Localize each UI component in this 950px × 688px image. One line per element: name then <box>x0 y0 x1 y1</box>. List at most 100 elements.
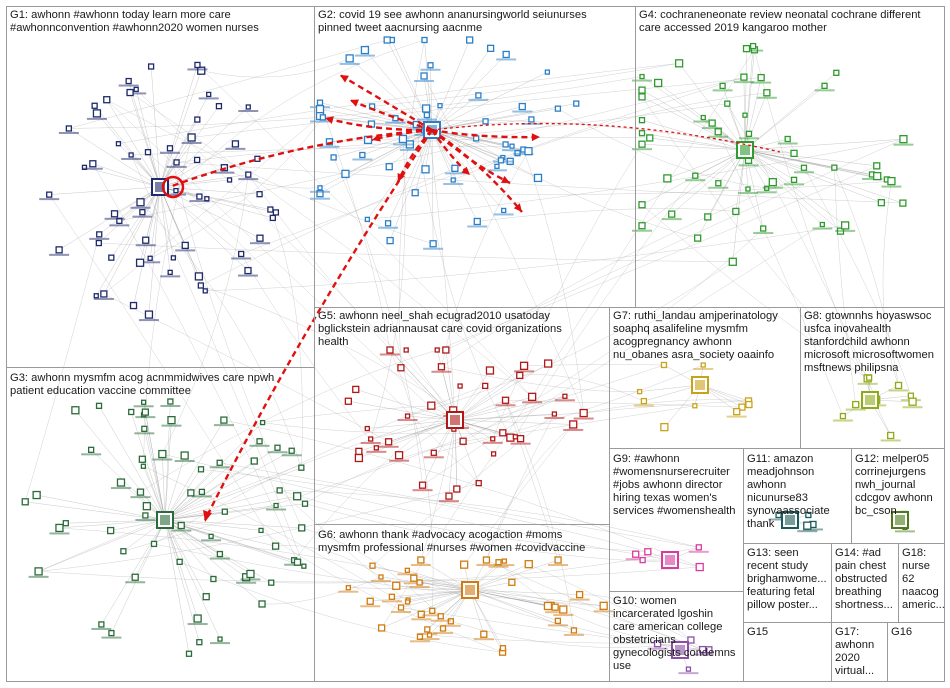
node <box>226 177 233 183</box>
node-caption-bar <box>647 647 668 650</box>
node-caption-bar <box>432 632 453 635</box>
hub-node-fill <box>450 415 460 425</box>
cross-edge <box>367 138 904 220</box>
cross-edge <box>197 64 533 398</box>
edge <box>164 455 185 521</box>
node-caption-bar <box>378 445 399 448</box>
node <box>424 626 431 633</box>
edge <box>129 92 161 188</box>
node <box>369 562 376 569</box>
node <box>147 255 153 261</box>
cross-edge <box>882 181 899 386</box>
node-caption-bar <box>632 229 652 232</box>
node <box>187 489 195 497</box>
group-label-g9: G9: #awhonn #womensnurserecruiter #jobs … <box>613 453 736 517</box>
edge <box>431 106 523 131</box>
edge <box>744 149 841 232</box>
node <box>738 403 746 411</box>
node <box>359 151 366 159</box>
node-caption-bar <box>726 415 747 418</box>
node <box>142 236 150 244</box>
node-caption-bar <box>802 528 823 531</box>
node <box>501 207 507 214</box>
cross-edge <box>389 349 434 611</box>
group-label-g13: G13: seen recent study brighamwome... fe… <box>747 547 827 611</box>
edge <box>101 519 166 625</box>
highlight-edge-to-g3 <box>203 129 434 521</box>
cross-edge <box>262 422 503 435</box>
edge <box>59 519 166 529</box>
node <box>142 502 151 511</box>
cross-edge <box>24 234 100 502</box>
edge <box>732 149 746 262</box>
node <box>790 149 798 158</box>
node-caption-bar <box>130 496 151 499</box>
cross-edge <box>717 131 844 417</box>
node <box>417 556 425 564</box>
node <box>136 488 145 496</box>
node-caption-bar <box>39 198 60 201</box>
cross-edge <box>413 577 703 650</box>
nodes-layer <box>21 36 923 675</box>
cross-edge <box>492 144 643 439</box>
node <box>383 36 391 44</box>
node <box>384 220 392 227</box>
node <box>482 118 489 125</box>
hub-node-fill <box>160 515 170 525</box>
node <box>674 59 684 68</box>
edge <box>707 149 746 218</box>
edge <box>405 349 456 421</box>
cross-edge <box>372 63 680 107</box>
node-caption-bar <box>310 190 330 193</box>
node-caption-bar <box>553 614 574 617</box>
node-caption-bar <box>187 623 208 626</box>
cross-edge <box>279 490 699 548</box>
node <box>482 382 489 390</box>
node <box>293 558 302 566</box>
node <box>695 544 702 551</box>
node-caption-bar <box>237 274 258 277</box>
edge <box>454 419 479 484</box>
node-caption-bar <box>126 92 147 95</box>
node <box>238 250 245 258</box>
cross-edge <box>200 469 648 552</box>
edge <box>469 563 529 591</box>
edge <box>162 454 166 521</box>
cross-edge <box>429 634 658 644</box>
node <box>144 149 152 156</box>
edge <box>431 54 507 131</box>
node <box>116 478 126 487</box>
cross-edge <box>515 175 696 437</box>
edge <box>164 467 302 521</box>
node <box>821 82 828 89</box>
node-caption-bar <box>360 442 381 445</box>
node <box>355 447 363 456</box>
group-label-g16: G16 <box>891 626 913 638</box>
node-caption-bar <box>708 135 729 138</box>
node-caption-bar <box>28 575 49 578</box>
node-caption-bar <box>175 249 196 252</box>
node <box>732 207 740 216</box>
node <box>692 403 698 409</box>
node <box>108 254 115 261</box>
cross-edge <box>191 77 762 138</box>
node-caption-bar <box>486 169 507 172</box>
node <box>569 420 578 429</box>
node <box>384 438 393 446</box>
node <box>135 258 145 267</box>
node <box>301 563 307 569</box>
node-caption-bar <box>554 399 575 402</box>
node-caption-bar <box>160 275 181 278</box>
node <box>429 607 436 614</box>
node-caption-bar <box>187 68 208 71</box>
node-caption-bar <box>862 177 883 180</box>
node <box>258 527 264 534</box>
node-caption-bar <box>397 419 418 422</box>
node <box>250 457 258 465</box>
node-caption-bar <box>135 244 156 247</box>
node <box>654 78 663 88</box>
cross-edge <box>583 400 749 414</box>
node <box>646 134 654 142</box>
node <box>524 560 533 569</box>
edge <box>164 505 277 521</box>
